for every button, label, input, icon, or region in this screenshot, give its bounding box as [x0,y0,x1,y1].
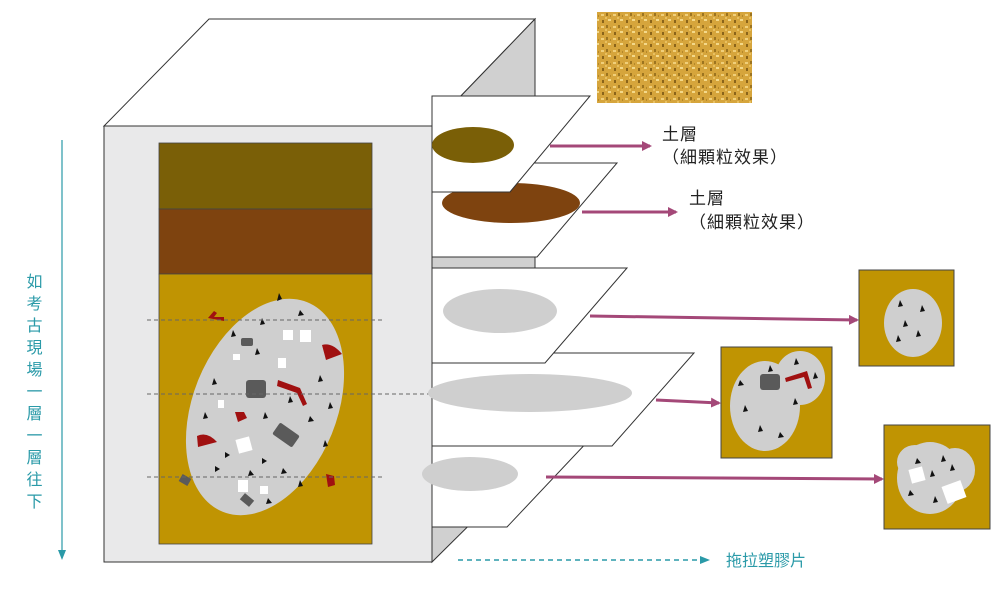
soil-label-2: 土層 （細顆粒效果） [689,189,815,233]
result-panel-3 [883,424,991,530]
slice-5[interactable] [422,437,593,528]
slice-1[interactable] [431,95,592,193]
slice-4[interactable] [428,352,696,447]
arrow-to-panel-3 [545,473,884,484]
slice-3[interactable] [431,267,629,364]
drag-caption: 拖拉塑膠片 [726,551,806,570]
svg-text:土層: 土層 [689,189,725,209]
artifact-fragments [178,293,342,507]
result-panel-2 [720,346,833,459]
svg-text:土層: 土層 [662,125,698,145]
artifact-deposit [185,298,345,516]
svg-text:（細顆粒效果）: （細顆粒效果） [662,148,788,168]
soil-layer-middle [158,208,373,275]
excavation-box [102,17,537,564]
arrow-to-panel-2 [655,397,721,408]
soil-layer-top [158,142,373,210]
arrow-to-panel-1 [589,314,859,325]
result-panel-1 [858,269,955,367]
svg-text:（細顆粒效果）: （細顆粒效果） [689,213,815,233]
soil-label-1: 土層 （細顆粒效果） [662,125,788,168]
vertical-caption: 如考古現場一層一層往下 [24,273,43,515]
fine-grain-texture-image [597,12,752,103]
